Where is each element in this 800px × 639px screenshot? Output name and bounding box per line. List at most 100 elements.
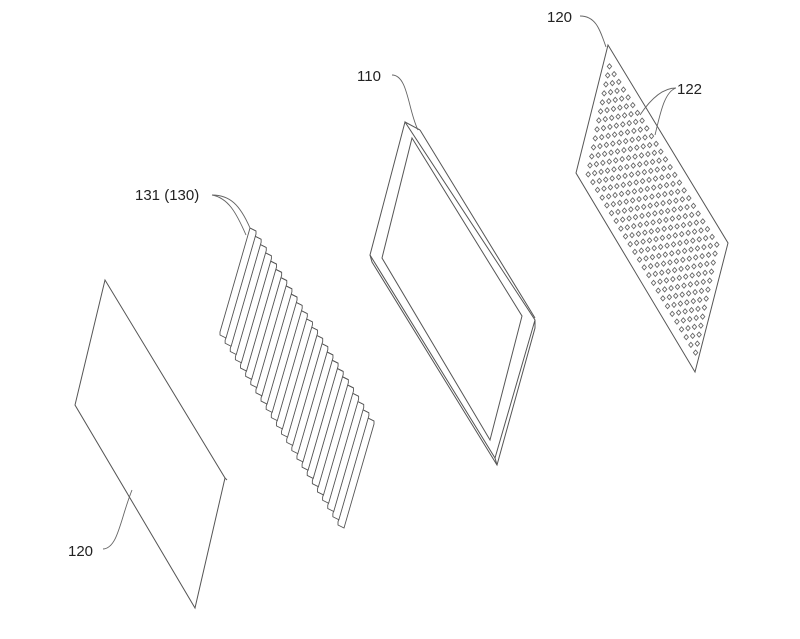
- pattern-cell: [619, 155, 625, 163]
- pattern-cell: [602, 115, 609, 123]
- pattern-cell: [698, 322, 704, 329]
- pattern-cell: [701, 304, 708, 311]
- pattern-cell: [681, 282, 687, 289]
- pattern-cell: [646, 237, 653, 244]
- pattern-cell: [590, 144, 597, 151]
- pattern-cell: [604, 202, 610, 209]
- pattern-cell: [678, 265, 684, 273]
- pattern-cell: [679, 291, 685, 298]
- pattern-cell: [688, 211, 695, 219]
- leader-120-top: [579, 15, 607, 48]
- fin-top-edge: [265, 252, 272, 257]
- pattern-cell: [710, 259, 717, 266]
- pattern-cell: [680, 221, 687, 229]
- pattern-cell: [676, 179, 683, 186]
- fin-top-edge: [311, 326, 318, 331]
- pattern-cell: [651, 244, 657, 252]
- fin-top-edge: [249, 227, 257, 232]
- pattern-cell: [627, 145, 634, 153]
- pattern-cell: [682, 308, 688, 315]
- fin-top-edge: [316, 334, 323, 339]
- pattern-cell: [634, 109, 641, 117]
- pattern-cell: [608, 209, 615, 217]
- pattern-cell: [599, 99, 606, 106]
- pattern-cell: [615, 173, 622, 181]
- pattern-cell: [652, 210, 658, 217]
- fin-top-edge: [285, 285, 293, 290]
- pattern-cell: [661, 286, 668, 293]
- pattern-cell: [628, 206, 634, 213]
- pattern-cell: [652, 270, 659, 278]
- pattern-cell: [663, 277, 670, 284]
- pattern-cell: [657, 183, 663, 190]
- pattern-cell: [658, 269, 665, 276]
- pattern-cell: [668, 284, 674, 292]
- pattern-cell: [609, 175, 615, 182]
- pattern-cell: [668, 189, 675, 197]
- pattern-cell: [697, 261, 704, 269]
- pattern-cell: [707, 242, 714, 250]
- pattern-cell: [610, 140, 616, 147]
- fin-top-edge: [321, 343, 329, 348]
- pattern-cell: [643, 220, 650, 227]
- pattern-cell: [690, 237, 696, 244]
- fin-top-edge: [357, 401, 364, 405]
- pattern-cell: [709, 233, 715, 241]
- pattern-cell: [667, 163, 673, 171]
- pattern-cell: [671, 206, 677, 213]
- pattern-cell: [646, 271, 652, 279]
- pattern-cell: [639, 212, 645, 220]
- fin-top-edge: [280, 277, 287, 281]
- pattern-cell: [607, 123, 613, 131]
- pattern-cell: [696, 236, 703, 243]
- pattern-cell: [681, 247, 688, 255]
- pattern-cell: [696, 331, 702, 338]
- pattern-cell: [632, 248, 638, 256]
- pattern-cell: [618, 190, 625, 198]
- pattern-cell: [660, 199, 666, 207]
- pattern-cell: [660, 260, 667, 267]
- pattern-cell: [612, 191, 618, 199]
- pattern-cell: [646, 141, 653, 149]
- pattern-cell: [698, 227, 704, 234]
- pattern-cell: [623, 103, 630, 110]
- pattern-cell: [640, 203, 647, 211]
- pattern-cell: [636, 161, 643, 168]
- pattern-cell: [656, 157, 662, 164]
- pattern-cell: [676, 274, 683, 282]
- pattern-cell: [627, 240, 634, 248]
- pattern-cell: [648, 132, 655, 140]
- fin-top-edge: [331, 359, 339, 364]
- pattern-cell: [665, 172, 672, 180]
- pattern-cell: [662, 251, 669, 258]
- pattern-cell: [597, 142, 603, 150]
- pattern-cell: [639, 177, 646, 185]
- pattern-cell: [628, 110, 634, 118]
- pattern-cell: [596, 117, 602, 124]
- pattern-cell: [613, 217, 620, 225]
- fin-top-edge: [290, 293, 298, 298]
- pattern-cell: [588, 153, 595, 160]
- pattern-cell: [635, 170, 641, 177]
- pattern-cell: [608, 114, 615, 122]
- pattern-cell: [686, 255, 693, 262]
- pattern-cell: [642, 194, 649, 202]
- pattern-cell: [614, 182, 620, 190]
- pattern-cell: [615, 78, 622, 86]
- pattern-cell: [621, 207, 628, 214]
- pattern-cell: [692, 288, 698, 296]
- pattern-cell: [663, 181, 670, 189]
- pattern-cell: [686, 315, 693, 323]
- leader-122: [639, 87, 677, 136]
- pattern-cell: [659, 174, 665, 181]
- pattern-cell: [657, 243, 664, 251]
- pattern-cell: [702, 234, 709, 242]
- pattern-cell: [693, 219, 700, 226]
- pattern-cell: [689, 332, 696, 340]
- pattern-cell: [601, 90, 607, 97]
- fin-top-edge: [295, 301, 303, 306]
- pattern-cell: [631, 188, 638, 195]
- pattern-cell: [636, 195, 642, 203]
- pattern-cell: [650, 184, 657, 191]
- pattern-cell: [642, 229, 648, 236]
